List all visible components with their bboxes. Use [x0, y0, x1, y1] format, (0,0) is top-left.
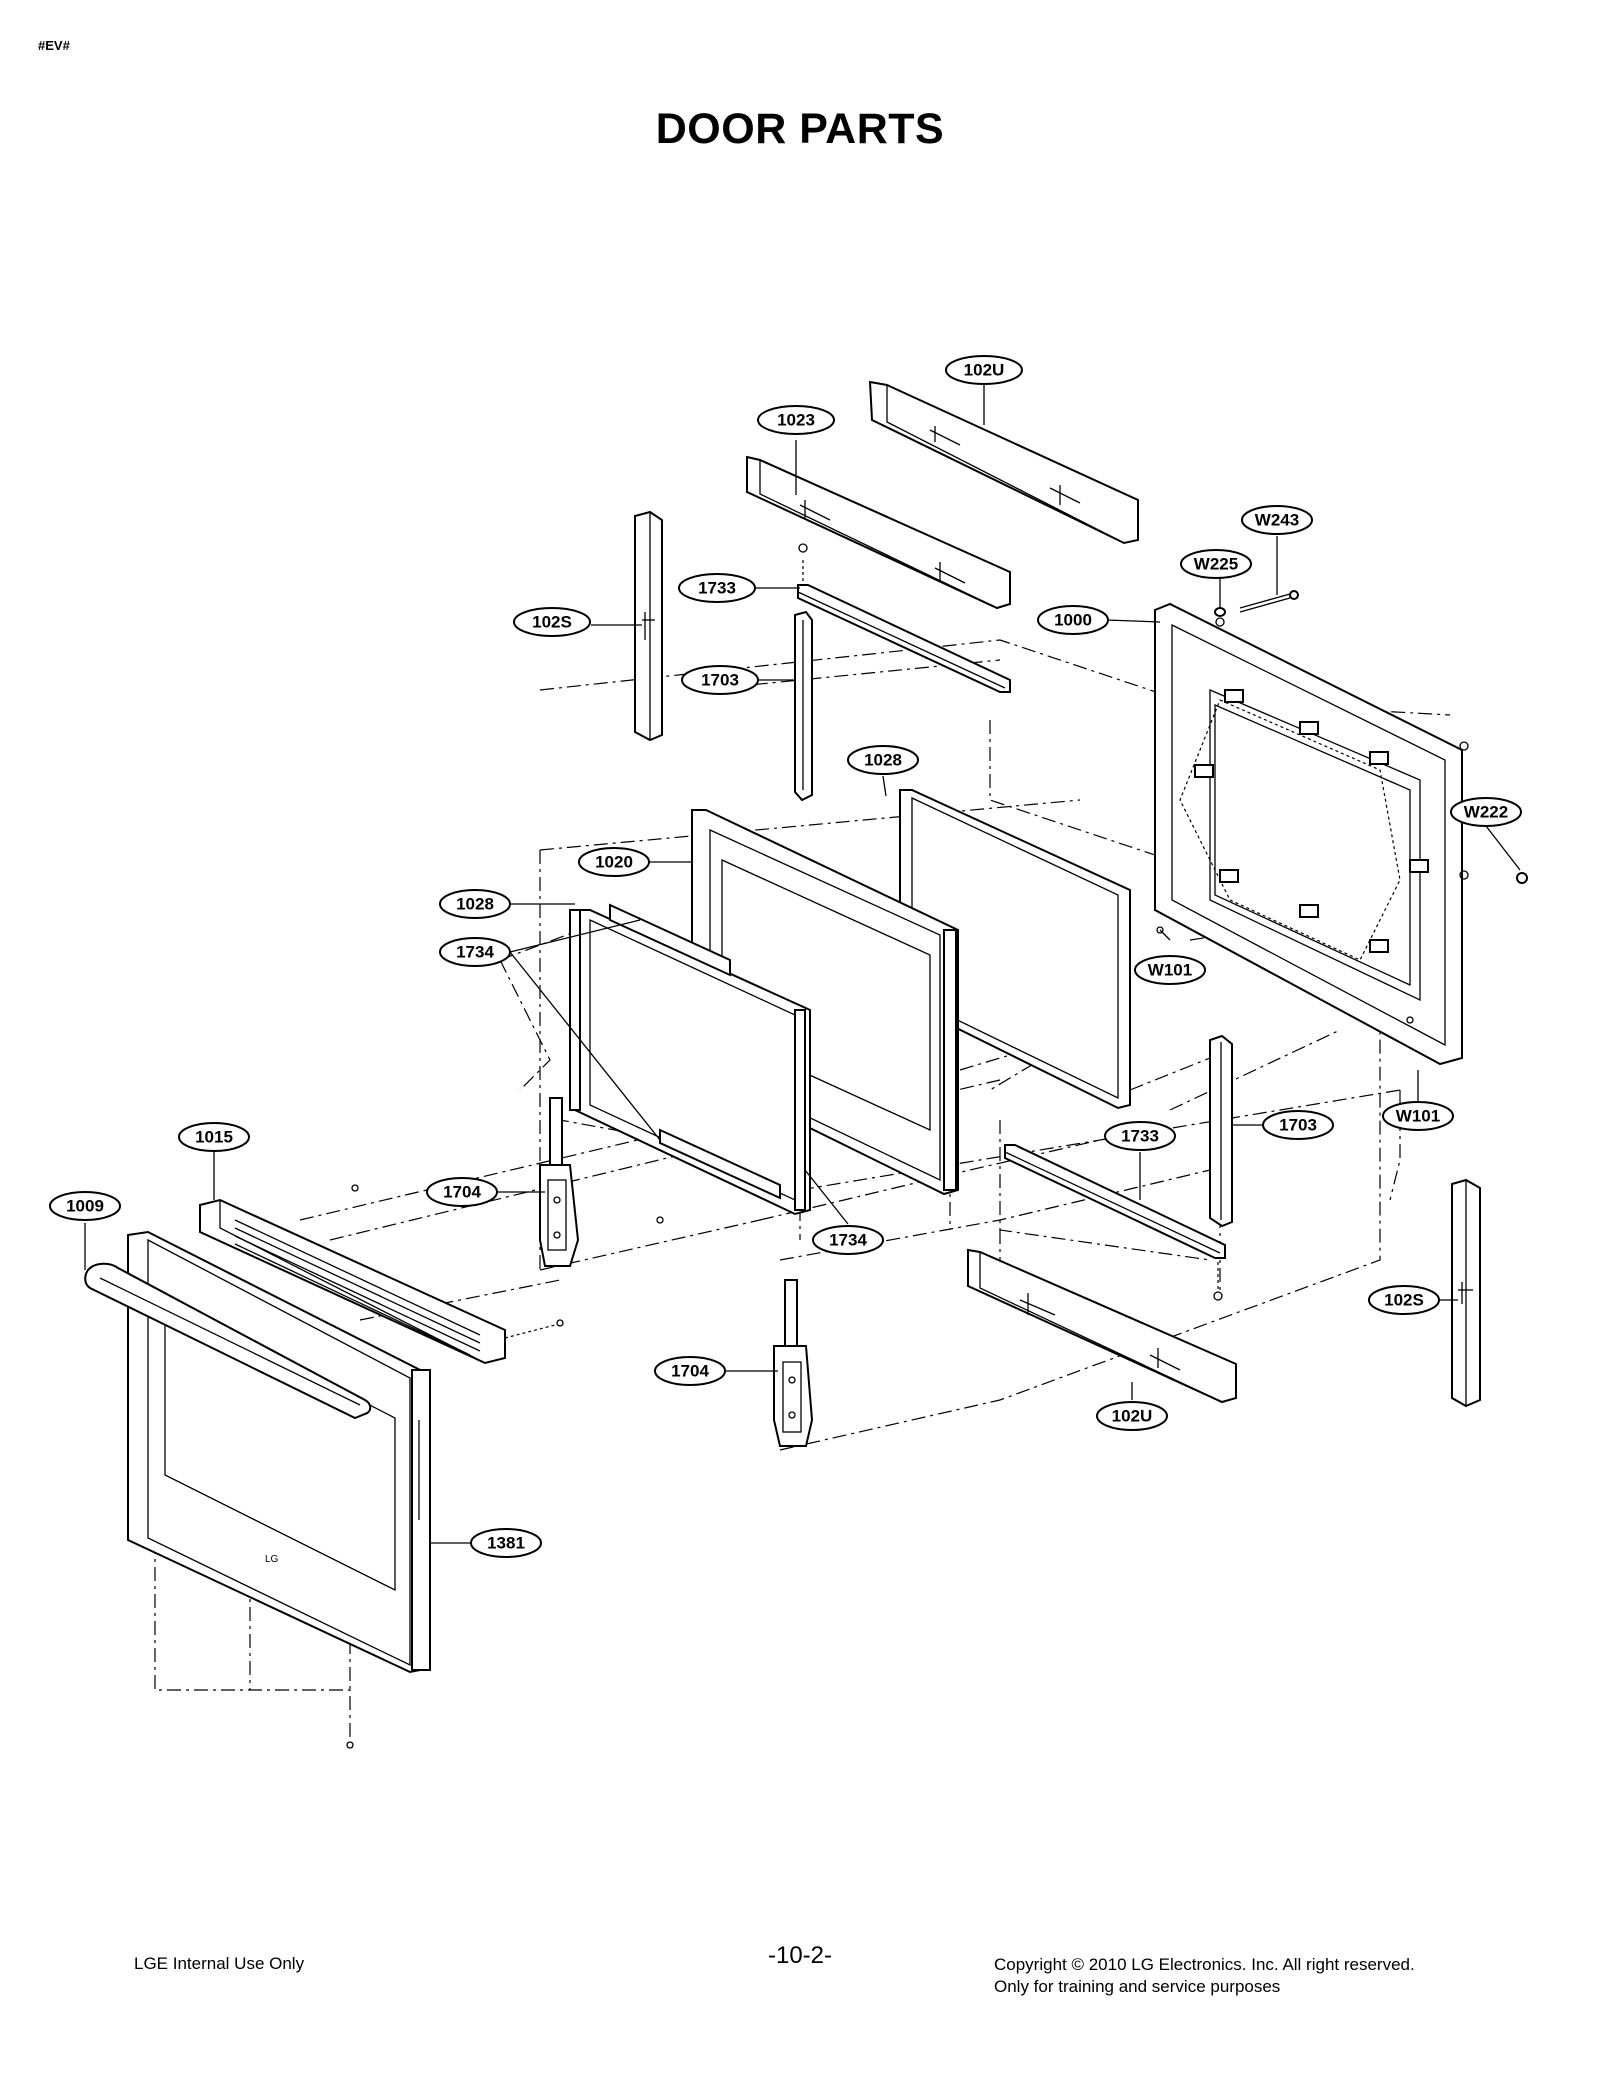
part-1015-vent-bar — [199, 1198, 564, 1365]
part-1733-bottom-rail — [1004, 1144, 1226, 1301]
part-1023-strip — [746, 455, 1011, 610]
footer-copyright: Copyright © 2010 LG Electronics. Inc. Al… — [994, 1954, 1415, 1998]
callout-1734-left: 1734 — [439, 937, 511, 967]
callout-1703-right: 1703 — [1262, 1110, 1334, 1140]
svg-text:LG: LG — [265, 1554, 279, 1565]
callout-1015: 1015 — [178, 1122, 250, 1152]
svg-text:102S: 102S — [532, 613, 572, 632]
part-1733-top-rail — [797, 543, 1011, 693]
callout-1703-top: 1703 — [681, 665, 759, 695]
part-1703-right-channel — [1209, 1034, 1233, 1228]
part-102u-bottom-strip — [967, 1248, 1237, 1404]
svg-text:1020: 1020 — [595, 853, 633, 872]
part-w225-washer — [1214, 607, 1226, 617]
svg-text:1009: 1009 — [66, 1197, 104, 1216]
part-w222-screw — [1516, 872, 1528, 884]
footer-internal-use: LGE Internal Use Only — [134, 1954, 305, 1973]
part-1000-back-panel — [1154, 602, 1469, 1066]
callout-102u-bottom: 102U — [1096, 1401, 1168, 1431]
svg-text:1703: 1703 — [701, 671, 739, 690]
svg-text:1023: 1023 — [777, 411, 815, 430]
callout-w225: W225 — [1180, 549, 1252, 579]
callout-w101-right: W101 — [1382, 1101, 1454, 1131]
callout-1704-bottom: 1704 — [654, 1356, 726, 1386]
svg-text:1704: 1704 — [671, 1362, 709, 1381]
part-102u-top-strip — [868, 380, 1139, 545]
svg-text:1733: 1733 — [698, 579, 736, 598]
svg-text:102U: 102U — [964, 361, 1005, 380]
svg-text:1381: 1381 — [487, 1534, 525, 1553]
copyright-line: Copyright © 2010 LG Electronics. Inc. Al… — [994, 1955, 1415, 1974]
callout-1009: 1009 — [49, 1191, 121, 1221]
svg-text:W101: W101 — [1148, 961, 1192, 980]
callout-1734-bottom: 1734 — [812, 1225, 884, 1255]
leader-lines — [84, 385, 1521, 1544]
svg-text:1000: 1000 — [1054, 611, 1092, 630]
callout-1028-left: 1028 — [439, 889, 511, 919]
callout-102s-left: 102S — [513, 607, 591, 637]
callout-1733-top: 1733 — [678, 573, 756, 603]
page-number: -10-2- — [767, 1942, 833, 1969]
page-title: DOOR PARTS — [655, 105, 945, 153]
svg-text:W101: W101 — [1396, 1107, 1440, 1126]
svg-text:W243: W243 — [1255, 511, 1299, 530]
callout-1000: 1000 — [1037, 605, 1109, 635]
svg-text:1734: 1734 — [456, 943, 494, 962]
part-102s-right-post — [1451, 1178, 1481, 1408]
svg-text:102S: 102S — [1384, 1291, 1424, 1310]
usage-note-line: Only for training and service purposes — [994, 1977, 1281, 1996]
svg-text:1703: 1703 — [1279, 1116, 1317, 1135]
callout-1028-top: 1028 — [847, 745, 919, 775]
callout-1020: 1020 — [578, 847, 650, 877]
part-1009-handle — [84, 1262, 372, 1420]
svg-text:1733: 1733 — [1121, 1127, 1159, 1146]
misc-screws — [346, 926, 1414, 1749]
callout-1023: 1023 — [757, 405, 835, 435]
callout-1381: 1381 — [470, 1528, 542, 1558]
svg-text:W222: W222 — [1464, 803, 1508, 822]
part-1028-left-glass — [569, 903, 811, 1216]
svg-text:1028: 1028 — [864, 751, 902, 770]
document-code: #EV# — [38, 38, 70, 53]
svg-text:102U: 102U — [1112, 1407, 1153, 1426]
callout-w222: W222 — [1450, 797, 1522, 827]
callout-102s-right: 102S — [1368, 1285, 1440, 1315]
svg-text:1028: 1028 — [456, 895, 494, 914]
callout-w101-mid: W101 — [1134, 955, 1206, 985]
part-1704-hinge-left — [539, 1097, 580, 1267]
svg-text:1734: 1734 — [829, 1231, 867, 1250]
part-1704-hinge-bottom — [773, 1279, 814, 1447]
callout-1733-bottom: 1733 — [1104, 1121, 1176, 1151]
callout-102u-top: 102U — [945, 355, 1023, 385]
callout-1704-left: 1704 — [426, 1177, 498, 1207]
part-102s-left-post — [634, 510, 663, 742]
svg-text:1015: 1015 — [195, 1128, 233, 1147]
svg-text:W225: W225 — [1194, 555, 1238, 574]
callout-w243: W243 — [1241, 505, 1313, 535]
part-w243-screw — [1239, 590, 1299, 613]
part-1703-top-channel — [794, 610, 813, 802]
svg-text:1704: 1704 — [443, 1183, 481, 1202]
